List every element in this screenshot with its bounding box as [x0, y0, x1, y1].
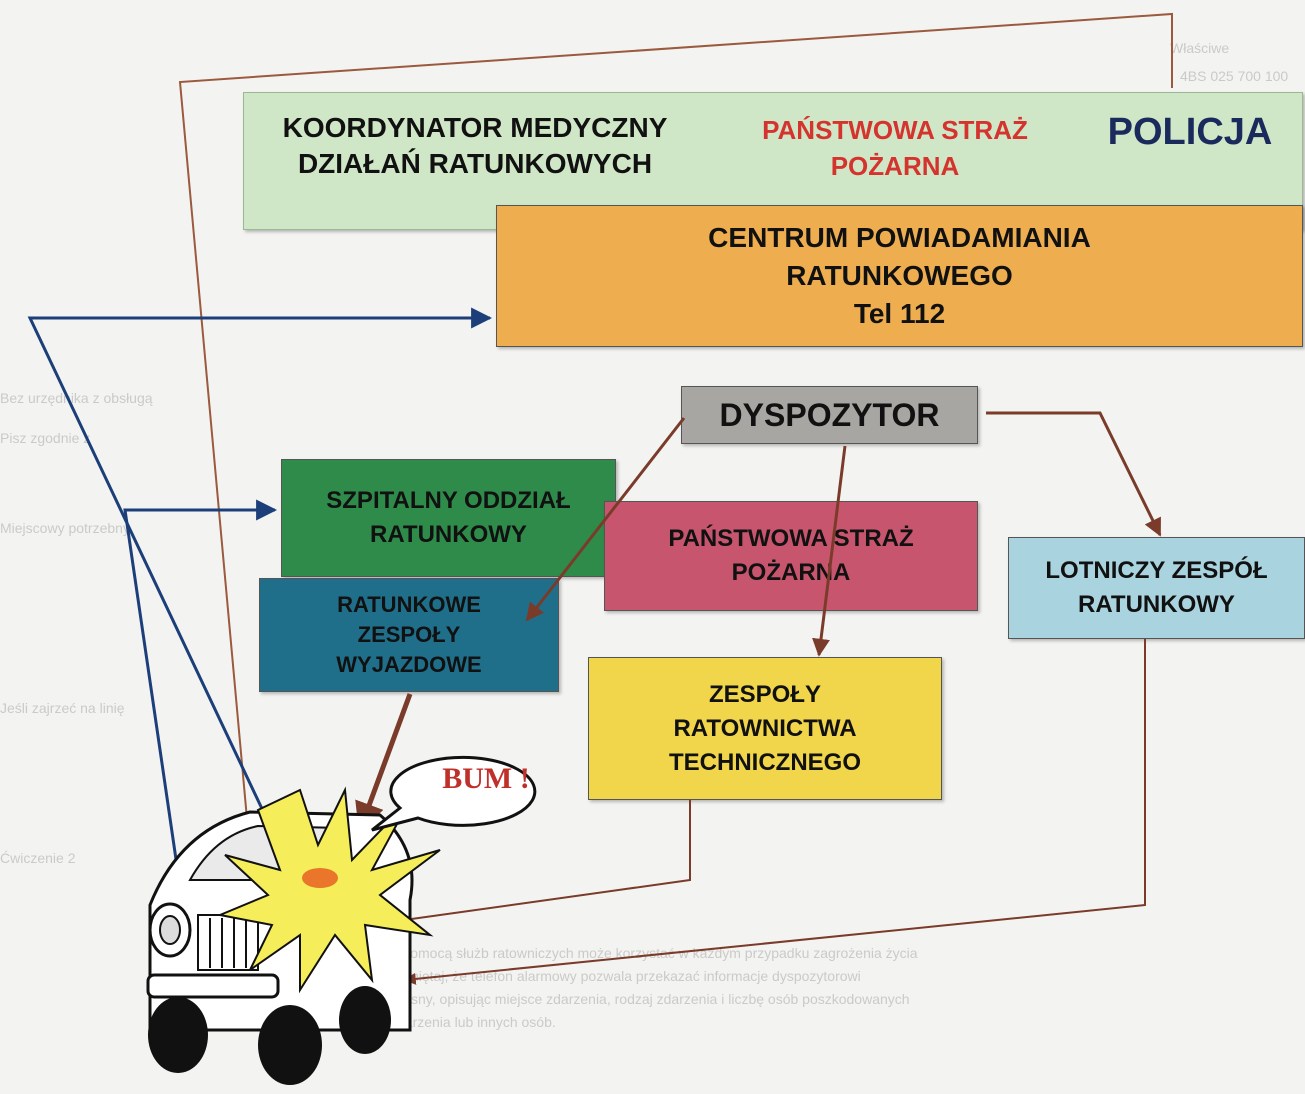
- policja-label: POLICJA: [1107, 111, 1273, 153]
- psp-top-label: PAŃSTWOWA STRAŻ POŻARNA: [762, 115, 1028, 181]
- arrow-car-to-sor: [123, 499, 278, 874]
- arrow-policja-to-car: [178, 12, 1173, 832]
- bum-label: BUM !: [442, 762, 529, 795]
- lzr-node: LOTNICZY ZESPÓŁ RATUNKOWY: [1008, 537, 1305, 639]
- bum-speech-bubble: [371, 755, 537, 832]
- rzw-label: RATUNKOWE ZESPOŁY WYJAZDOWE: [336, 592, 482, 677]
- arrow-rzw-to-car: [355, 693, 413, 833]
- arrow-dyspozytor-to-zrt: [812, 445, 847, 657]
- zrt-label: ZESPOŁY RATOWNICTWA TECHNICZNEGO: [669, 680, 861, 776]
- psp-mid-node: PAŃSTWOWA STRAŻ POŻARNA: [604, 501, 978, 611]
- explosion-burst: [216, 786, 441, 994]
- arrow-dyspozytor-to-rzw: [525, 417, 686, 622]
- arrow-car-to-cpr: [27, 307, 493, 869]
- arrow-lzr-to-car: [403, 639, 1146, 985]
- explosion-core: [302, 868, 338, 888]
- arrow-zrt-to-car: [388, 800, 691, 927]
- cpr-label: CENTRUM POWIADAMIANIA RATUNKOWEGO Tel 11…: [708, 222, 1091, 329]
- dyspozytor-node: DYSPOZYTOR: [681, 386, 978, 444]
- rzw-node: RATUNKOWE ZESPOŁY WYJAZDOWE: [259, 578, 559, 692]
- koordynator-label: KOORDYNATOR MEDYCZNY DZIAŁAŃ RATUNKOWYCH: [282, 112, 668, 179]
- arrow-dyspozytor-to-lzr: [986, 411, 1162, 537]
- cpr-node: CENTRUM POWIADAMIANIA RATUNKOWEGO Tel 11…: [496, 205, 1303, 347]
- zrt-node: ZESPOŁY RATOWNICTWA TECHNICZNEGO: [588, 657, 942, 800]
- sor-label: SZPITALNY ODDZIAŁ RATUNKOWY: [326, 487, 571, 548]
- dyspozytor-label: DYSPOZYTOR: [719, 396, 940, 433]
- lzr-label: LOTNICZY ZESPÓŁ RATUNKOWY: [1045, 557, 1268, 618]
- sor-node: SZPITALNY ODDZIAŁ RATUNKOWY: [281, 459, 616, 577]
